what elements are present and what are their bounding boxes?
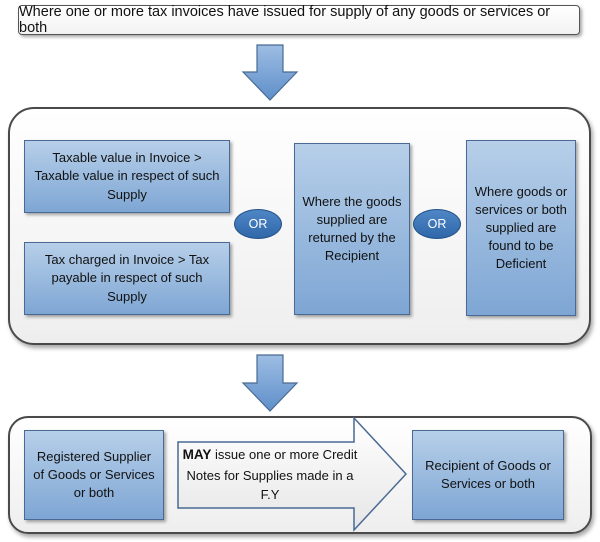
- credit-note-action-label: MAY issue one or more Credit Notes for S…: [182, 446, 358, 504]
- trigger-condition-text: Where one or more tax invoices have issu…: [19, 4, 551, 36]
- registered-supplier-box: Registered Supplier of Goods or Services…: [24, 430, 164, 520]
- or-badge-1: OR: [234, 209, 282, 239]
- tax-charged-box: Tax charged in Invoice > Tax payable in …: [24, 242, 230, 315]
- down-arrow-2: [241, 354, 299, 412]
- deficient-supply-box: Where goods or services or both supplied…: [466, 140, 576, 316]
- credit-note-action-arrow: [177, 416, 408, 532]
- taxable-value-box: Taxable value in Invoice > Taxable value…: [24, 140, 230, 213]
- may-emphasis: MAY: [182, 447, 212, 463]
- down-arrow-1: [241, 44, 299, 101]
- goods-returned-box: Where the goods supplied are returned by…: [294, 143, 410, 315]
- action-text: issue one or more Credit Notes for Suppl…: [186, 447, 358, 503]
- recipient-box: Recipient of Goods or Services or both: [412, 430, 564, 520]
- or-badge-2: OR: [413, 209, 461, 239]
- trigger-condition-box: Where one or more tax invoices have issu…: [18, 4, 580, 36]
